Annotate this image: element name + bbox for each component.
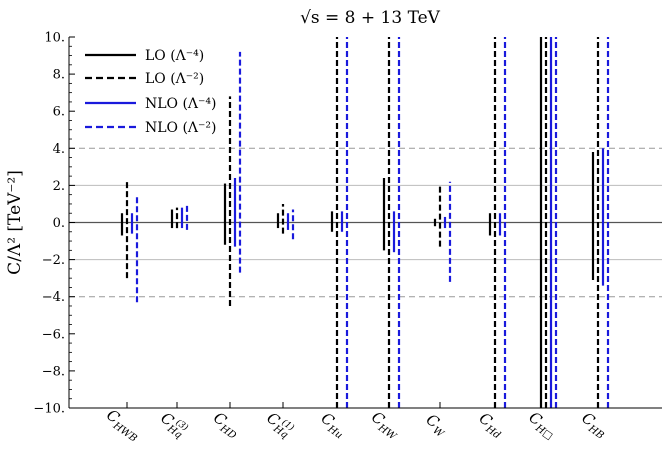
y-tick-label: −2. — [42, 253, 65, 268]
legend: LO (Λ⁻⁴) LO (Λ⁻²) NLO (Λ⁻⁴) NLO (Λ⁻²) — [85, 48, 217, 136]
y-tick-label: −4. — [42, 290, 65, 305]
y-axis-ticks: −10. −8. −6. −4. −2. 0. 2. 4. 6. 8. 10. — [33, 31, 75, 417]
chart-title: √s = 8 + 13 TeV — [300, 8, 441, 28]
legend-label: LO (Λ⁻⁴) — [145, 48, 204, 64]
y-tick-label: −6. — [42, 327, 65, 342]
legend-label: NLO (Λ⁻²) — [145, 120, 217, 136]
y-axis-label: C/Λ² [TeV⁻²] — [5, 170, 25, 275]
reference-lines — [69, 147, 662, 298]
y-tick-label: 10. — [44, 31, 65, 46]
y-tick-label: −10. — [33, 402, 65, 417]
interval-bars — [120, 37, 610, 408]
y-tick-label: 6. — [53, 105, 65, 120]
legend-label: LO (Λ⁻²) — [145, 71, 204, 87]
y-tick-label: 4. — [53, 142, 65, 157]
y-tick-label: 8. — [53, 68, 65, 83]
legend-label: NLO (Λ⁻⁴) — [145, 96, 217, 112]
y-tick-label: 0. — [53, 216, 65, 231]
y-tick-label: −8. — [42, 364, 65, 379]
y-tick-label: 2. — [53, 179, 65, 194]
